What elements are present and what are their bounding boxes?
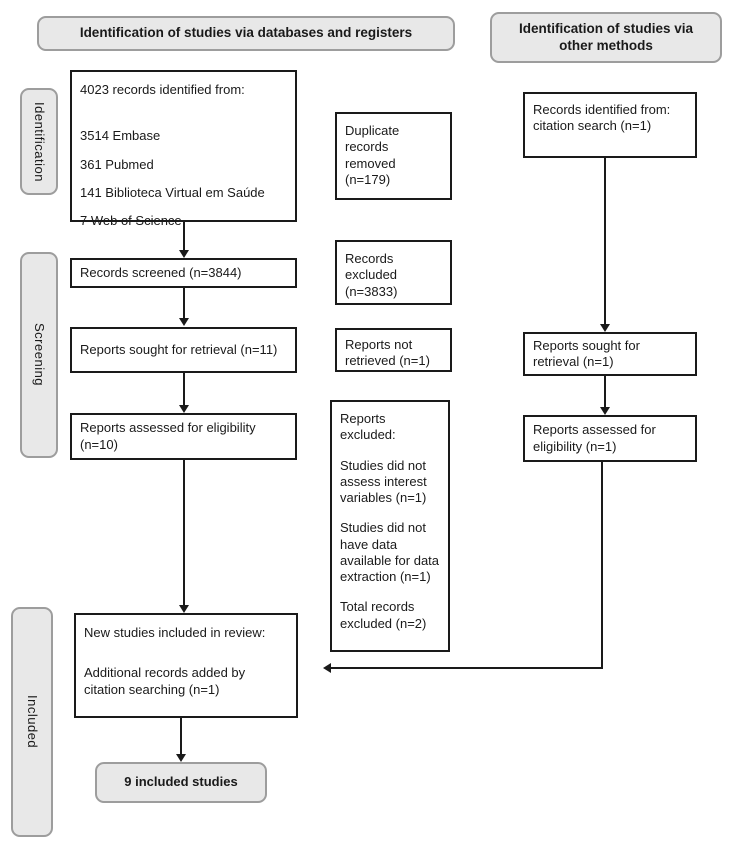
reports-sought-other-label: Reports sought for retrieval (n=1) [533, 337, 640, 369]
duplicates-removed-box: Duplicate records removed (n=179) [335, 112, 452, 200]
reports-excluded-total: Total records excluded (n=2) [340, 599, 427, 631]
reports-assessed-other-box: Reports assessed for eligibility (n=1) [523, 415, 697, 462]
citation-search-label: Records identified from: citation search… [533, 102, 671, 134]
records-screened-label: Records screened (n=3844) [80, 264, 242, 280]
records-screened-box: Records screened (n=3844) [70, 258, 297, 288]
stage-included: Included [11, 607, 53, 837]
reports-assessed-other-label: Reports assessed for eligibility (n=1) [533, 422, 656, 454]
records-identified-source-pubmed: 361 Pubmed [80, 156, 154, 172]
records-identified-source-wos: 7 Web of Science [80, 213, 182, 228]
reports-excluded-title: Reports excluded: [340, 411, 396, 443]
reports-excluded-reason-1: Studies did not assess interest variable… [340, 457, 427, 506]
records-identified-source-embase: 3514 Embase [80, 128, 161, 144]
stage-screening-label: Screening [32, 323, 48, 387]
reports-excluded-reason-2: Studies did not have data available for … [340, 520, 440, 584]
records-excluded-label: Records excluded (n=3833) [345, 251, 398, 299]
reports-assessed-label: Reports assessed for eligibility (n=10) [80, 420, 256, 452]
records-identified-box: 4023 records identified from: 3514 Embas… [70, 70, 297, 228]
stage-screening: Screening [20, 252, 58, 458]
reports-not-retrieved-box: Reports not retrieved (n=1) [335, 328, 452, 372]
stage-identification-label: Identification [32, 101, 48, 182]
new-studies-box: New studies included in review: Addition… [74, 613, 298, 718]
stage-included-label: Included [25, 695, 41, 749]
records-identified-title: 4023 records identified from: [80, 82, 245, 97]
records-identified-source-bvs: 141 Biblioteca Virtual em Saúde [80, 184, 265, 200]
header-other-methods: Identification of studies via other meth… [490, 12, 722, 63]
reports-assessed-box: Reports assessed for eligibility (n=10) [70, 413, 297, 460]
stage-identification: Identification [20, 88, 58, 195]
citation-search-box: Records identified from: citation search… [523, 92, 697, 158]
reports-sought-box: Reports sought for retrieval (n=11) [70, 327, 297, 373]
reports-excluded-box: Reports excluded: Studies did not assess… [330, 400, 450, 652]
new-studies-title: New studies included in review: [84, 625, 266, 640]
included-studies-label: 9 included studies [124, 774, 238, 790]
included-studies-box: 9 included studies [95, 762, 267, 803]
header-databases-registers: Identification of studies via databases … [37, 16, 455, 51]
header-other-methods-label: Identification of studies via other meth… [518, 20, 694, 53]
reports-not-retrieved-label: Reports not retrieved (n=1) [345, 337, 430, 369]
records-excluded-box: Records excluded (n=3833) [335, 240, 452, 305]
header-databases-registers-label: Identification of studies via databases … [79, 25, 413, 41]
new-studies-item: Additional records added by citation sea… [84, 665, 246, 697]
duplicates-removed-label: Duplicate records removed (n=179) [345, 123, 400, 187]
reports-sought-other-box: Reports sought for retrieval (n=1) [523, 332, 697, 376]
reports-sought-label: Reports sought for retrieval (n=11) [80, 341, 278, 357]
